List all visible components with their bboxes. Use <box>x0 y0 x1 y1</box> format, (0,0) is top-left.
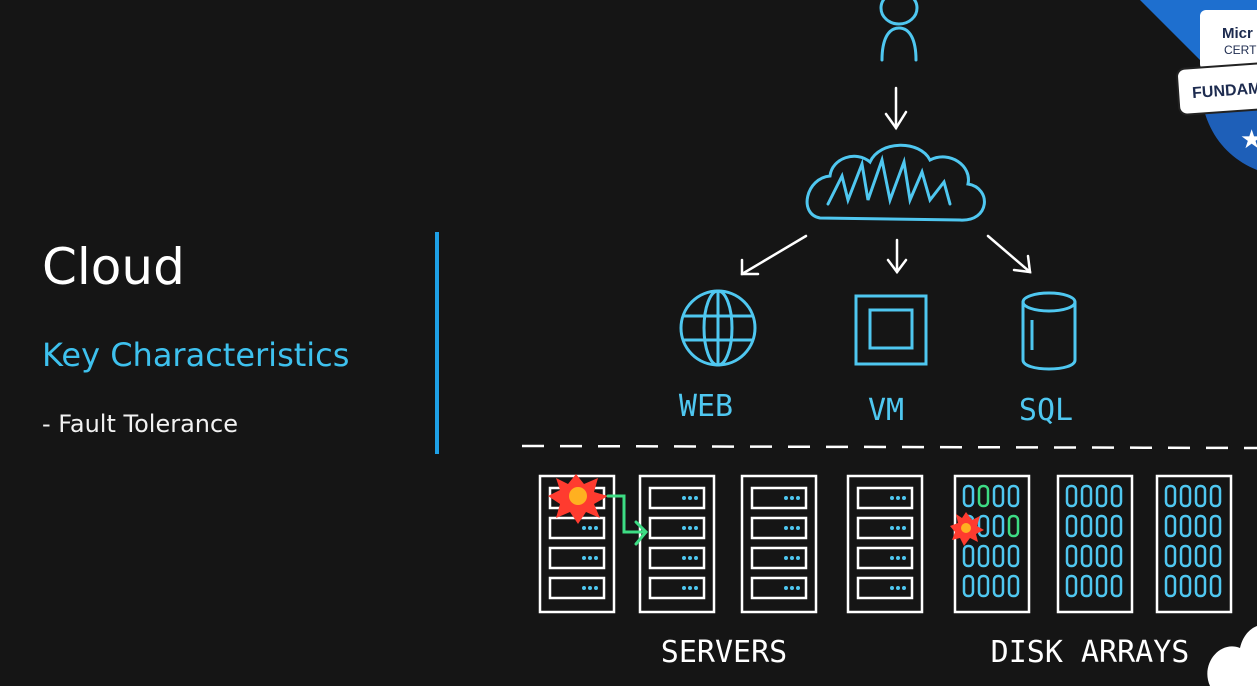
failure-burst-icon <box>548 474 608 524</box>
group-label-disk-arrays: DISK ARRAYS <box>991 635 1190 670</box>
certification-badge: Micr CERT FUNDAM ★ <box>1140 0 1257 170</box>
vertical-divider <box>435 232 439 454</box>
user-icon <box>879 0 919 62</box>
service-label-web: WEB <box>679 389 733 424</box>
badge-line-1: Micr <box>1222 25 1253 42</box>
service-label-vm: VM <box>868 393 904 428</box>
slide-subtitle: Key Characteristics <box>42 336 350 374</box>
dashed-separator <box>521 444 1257 450</box>
disk-array <box>1056 474 1134 614</box>
failure-burst-icon <box>950 512 984 546</box>
group-label-servers: SERVERS <box>661 635 787 670</box>
disk-array <box>1155 474 1233 614</box>
service-label-sql: SQL <box>1019 393 1073 428</box>
disk-array <box>953 474 1031 614</box>
cloud-icon <box>805 143 986 222</box>
globe-icon <box>679 289 757 367</box>
arrows-to-services <box>740 234 1032 276</box>
badge-line-2: CERT <box>1224 43 1257 57</box>
database-icon <box>1021 291 1077 371</box>
disk-arrays <box>953 474 1233 614</box>
server-rack <box>740 474 818 614</box>
star-icon: ★ <box>1240 125 1257 155</box>
arrow-down-icon <box>884 86 908 131</box>
badge-line-3: FUNDAM <box>1192 80 1257 102</box>
bullet-fault-tolerance: - Fault Tolerance <box>42 410 238 438</box>
vm-icon <box>854 294 928 366</box>
decorative-cloud-blob <box>1207 626 1257 686</box>
server-rack <box>846 474 924 614</box>
failover-arrow-icon <box>606 494 649 546</box>
server-rack <box>638 474 716 614</box>
slide-title: Cloud <box>42 238 185 296</box>
